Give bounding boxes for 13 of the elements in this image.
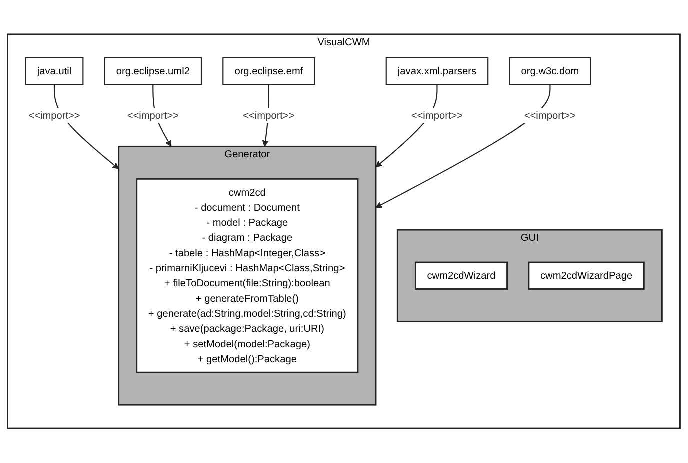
edge-label: <<import>> [243, 110, 295, 122]
edge-label: <<import>> [127, 110, 180, 122]
edge-label: <<import>> [411, 110, 464, 122]
node-box: org.eclipse.uml2 [104, 57, 202, 86]
edge-label: <<import>> [524, 110, 576, 122]
node-box: org.w3c.dom [509, 57, 592, 86]
node-box: cwm2cdWizardPage [528, 262, 645, 290]
node-box: java.util [25, 57, 84, 86]
node-box: org.eclipse.emf [222, 57, 316, 86]
edge-label: <<import>> [28, 110, 80, 122]
node-box: cwm2cd - document : Document - model : Package - diagram : Package - tabele : HashMap<Integer,Class> - primarniKljucevi : HashMap<Class,String> + fileToDocument(file:String):boolean + generateFromTable() + generate(ad:String,model:String,cd:String) + save(package:Package, uri:URI) + setModel(model:Package) + getModel():Package [136, 178, 359, 374]
node-box: cwm2cdWizard [414, 262, 508, 290]
node-box: javax.xml.parsers [386, 57, 489, 86]
